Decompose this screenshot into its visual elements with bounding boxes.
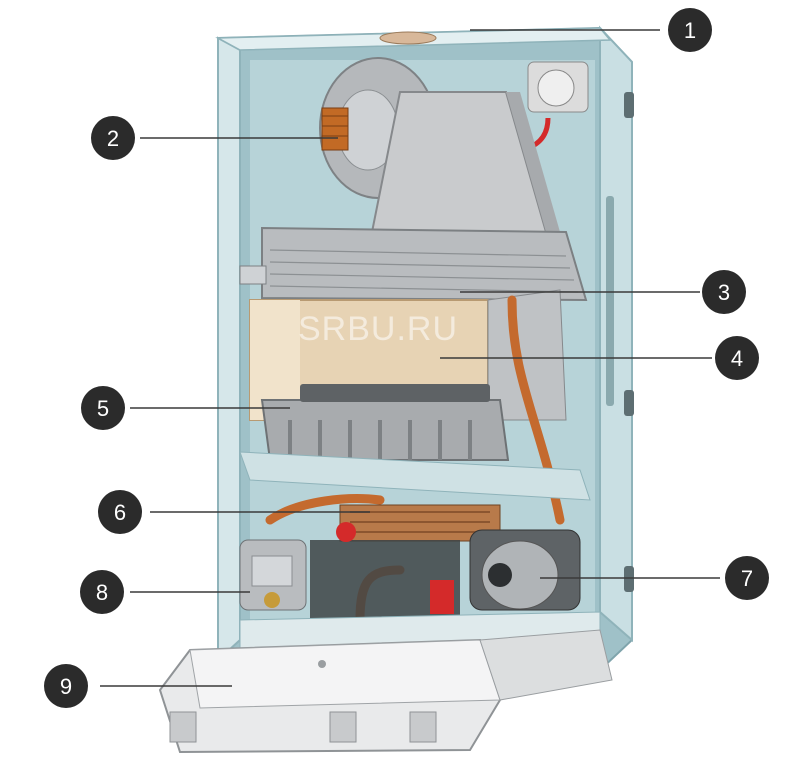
callout-5: 5 [81,386,125,430]
callout-2-label: 2 [107,126,119,151]
heat-exchanger [239,226,588,302]
control-panel [158,629,613,754]
burner [260,384,510,461]
side-brackets [606,92,634,592]
callout-9: 9 [44,664,88,708]
hydraulic-block [310,522,460,620]
casing-right-side [599,25,633,643]
leader-lines [100,29,720,687]
callout-3-label: 3 [718,280,730,305]
callout-7: 7 [725,556,769,600]
casing-left-frame [217,36,241,663]
boiler-illustration [158,25,634,754]
callout-6-label: 6 [114,500,126,525]
callout-7-label: 7 [741,566,753,591]
callout-9-label: 9 [60,674,72,699]
flue-opening [379,31,437,45]
callout-1-label: 1 [684,18,696,43]
callout-8-label: 8 [96,580,108,605]
callout-2: 2 [91,116,135,160]
plate-exchanger [339,504,501,542]
gas-valve [239,539,307,611]
callout-1: 1 [668,8,712,52]
callout-4: 4 [715,336,759,380]
callout-5-label: 5 [97,396,109,421]
chamber-tray [239,451,591,501]
callout-8: 8 [80,570,124,614]
circulation-pump [469,529,581,611]
callout-3: 3 [702,270,746,314]
watermark: SRBU.RU [298,310,458,348]
callout-4-label: 4 [731,346,743,371]
callout-6: 6 [98,490,142,534]
callouts: 1 2 3 4 5 6 7 8 [44,8,769,708]
